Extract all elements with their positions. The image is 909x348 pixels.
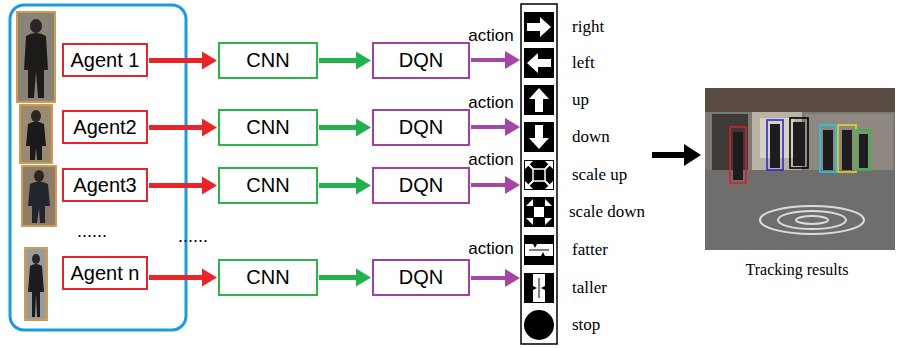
flow-arrow <box>319 269 371 287</box>
flow-arrow <box>149 269 217 287</box>
agent-box: Agent 1 <box>62 43 148 77</box>
dqn-box: DQN <box>372 42 470 79</box>
result-caption: Tracking results <box>746 260 849 279</box>
tracking-photo <box>705 88 895 250</box>
ellipsis: ...... <box>77 221 107 243</box>
action-name: scale up <box>572 165 627 185</box>
cnn-box: CNN <box>218 167 318 204</box>
box-label: CNN <box>246 49 289 72</box>
box-label: DQN <box>399 174 443 197</box>
action-name: fatter <box>572 240 608 260</box>
flow-arrow <box>149 177 217 195</box>
box-label: Agent2 <box>73 116 136 139</box>
dqn-box: DQN <box>372 259 470 296</box>
action-name: left <box>572 53 595 73</box>
box-label: CNN <box>246 116 289 139</box>
action-name: up <box>572 90 589 110</box>
agent-box: Agent3 <box>62 168 148 202</box>
agent-box: Agent2 <box>62 110 148 144</box>
cnn-box: CNN <box>218 259 318 296</box>
person-thumbnails <box>17 12 56 320</box>
agent-group-frame <box>10 5 186 330</box>
action-panel <box>521 4 557 344</box>
box-label: Agent n <box>71 262 140 285</box>
box-label: DQN <box>399 49 443 72</box>
action-label: action <box>468 239 513 259</box>
action-label: action <box>468 93 513 113</box>
action-name: scale down <box>569 202 645 222</box>
cnn-box: CNN <box>218 42 318 79</box>
flow-arrow <box>319 119 371 137</box>
dqn-box: DQN <box>372 109 470 146</box>
action-name: taller <box>572 278 607 298</box>
flow-arrow <box>149 119 217 137</box>
ellipsis: ...... <box>178 226 208 248</box>
result-arrow <box>652 144 701 166</box>
action-name: right <box>572 17 604 37</box>
cnn-box: CNN <box>218 109 318 146</box>
box-label: CNN <box>246 266 289 289</box>
agent-box: Agent n <box>62 256 148 290</box>
box-label: DQN <box>399 116 443 139</box>
box-label: Agent 1 <box>71 49 140 72</box>
box-label: Agent3 <box>73 174 136 197</box>
flow-arrow <box>319 52 371 70</box>
action-icons <box>524 12 554 340</box>
action-name: stop <box>572 315 600 335</box>
action-label: action <box>468 150 513 170</box>
action-name: down <box>572 127 610 147</box>
flow-arrow <box>149 52 217 70</box>
action-label: action <box>468 26 513 46</box>
dqn-box: DQN <box>372 167 470 204</box>
box-label: DQN <box>399 266 443 289</box>
box-label: CNN <box>246 174 289 197</box>
flow-arrow <box>319 177 371 195</box>
